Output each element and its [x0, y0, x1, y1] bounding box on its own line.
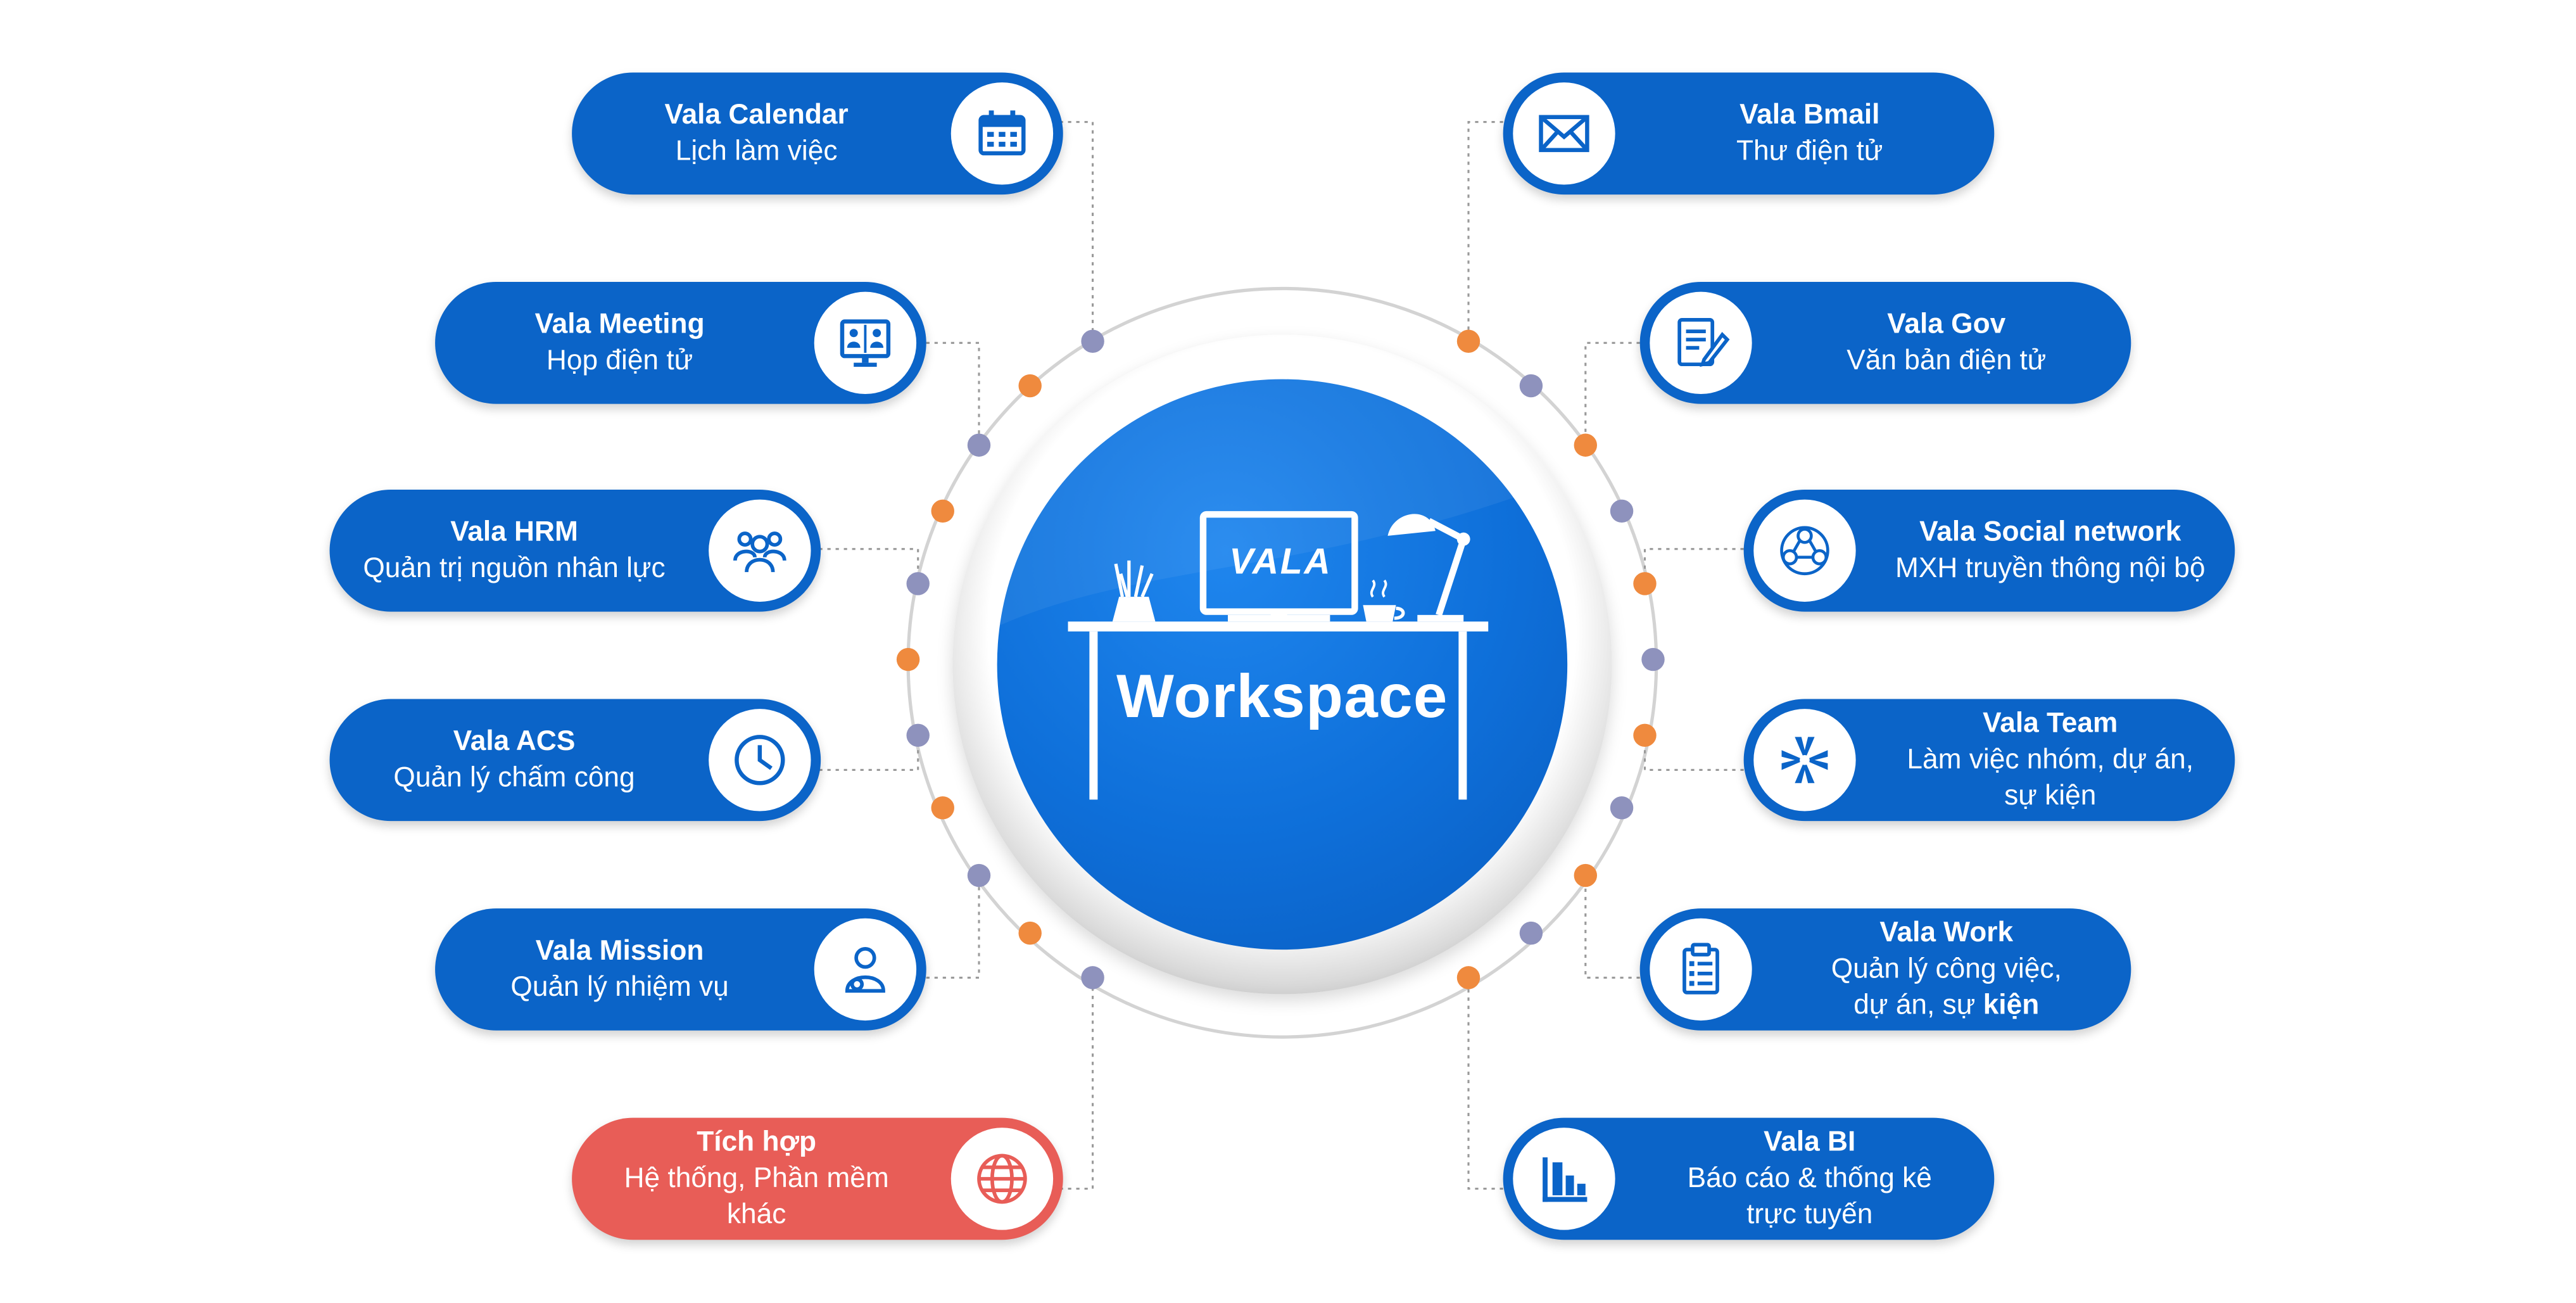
module-vala-acs[interactable]: Vala ACS Quản lý chấm công	[329, 699, 821, 822]
social-network-icon	[1753, 499, 1856, 602]
connector-team	[1643, 735, 1744, 772]
connector-acs	[819, 735, 919, 772]
connector-social	[1643, 548, 1744, 584]
user-task-icon	[814, 918, 917, 1021]
module-title: Vala Social network	[1919, 516, 2181, 548]
calendar-icon	[950, 82, 1054, 185]
vala-logo: VALA	[1229, 540, 1332, 582]
module-title: Vala Bmail	[1739, 99, 1880, 130]
module-subtitle-line2-a: dự án, sự	[1853, 989, 1983, 1021]
ring-dots	[896, 329, 1665, 989]
module-subtitle-line1: Làm việc nhóm, dự án,	[1907, 743, 2194, 775]
desk-illustration	[997, 379, 1568, 800]
module-vala-work[interactable]: Vala Work Quản lý công việc, dự án, sự k…	[1639, 908, 2131, 1031]
module-title: Vala Mission	[535, 934, 704, 967]
module-vala-meeting[interactable]: Vala Meeting Họp điện tử	[435, 282, 926, 404]
module-integration[interactable]: Tích hợp Hệ thống, Phần mềm khác	[572, 1117, 1063, 1240]
clipboard-list-icon	[1650, 918, 1752, 1021]
module-subtitle-line1: Hệ thống, Phần mềm	[624, 1162, 889, 1194]
module-title: Vala Work	[1879, 917, 2014, 948]
module-vala-calendar[interactable]: Vala Calendar Lịch làm việc	[572, 72, 1063, 195]
module-title: Vala ACS	[453, 725, 576, 757]
module-subtitle: Họp điện tử	[546, 344, 693, 376]
clock-icon	[709, 709, 811, 811]
module-title: Vala BI	[1764, 1126, 1856, 1158]
document-pen-icon	[1650, 291, 1752, 395]
module-subtitle-line2: sự kiện	[2004, 780, 2097, 811]
hub-core	[997, 379, 1568, 950]
module-subtitle: Quản trị nguồn nhân lực	[363, 552, 666, 584]
connector-work	[1584, 875, 1640, 979]
module-title: Vala HRM	[450, 516, 578, 548]
connector-integration	[1059, 977, 1094, 1190]
video-meeting-icon	[814, 291, 917, 395]
module-vala-mission[interactable]: Vala Mission Quản lý nhiệm vụ	[435, 908, 926, 1031]
people-group-icon	[709, 499, 811, 602]
connector-bi	[1467, 977, 1503, 1190]
team-hands-icon	[1753, 709, 1856, 811]
bar-chart-icon	[1513, 1128, 1615, 1230]
module-title: Vala Team	[1983, 707, 2118, 739]
module-title: Vala Calendar	[664, 99, 849, 130]
module-title: Vala Meeting	[534, 308, 705, 340]
envelope-icon	[1513, 82, 1615, 185]
module-vala-team[interactable]: Vala Team Làm việc nhóm, dự án, sự kiện	[1743, 699, 2235, 822]
module-subtitle-line2: khác	[726, 1198, 786, 1230]
module-vala-bmail[interactable]: Vala Bmail Thư điện tử	[1503, 72, 1995, 195]
module-subtitle-line1: Báo cáo & thống kê	[1687, 1162, 1932, 1194]
module-subtitle-line2-b: kiện	[1983, 989, 2040, 1021]
module-vala-social-network[interactable]: Vala Social network MXH truyền thông nội…	[1743, 490, 2235, 612]
module-subtitle: Lịch làm việc	[675, 135, 838, 167]
module-subtitle: MXH truyền thông nội bộ	[1895, 552, 2206, 584]
module-subtitle: Thư điện tử	[1736, 135, 1883, 167]
connector-meeting	[926, 341, 980, 445]
module-subtitle: Văn bản điện tử	[1847, 344, 2047, 376]
connector-gov	[1584, 341, 1640, 445]
module-subtitle: Quản lý chấm công	[393, 761, 635, 793]
module-vala-gov[interactable]: Vala Gov Văn bản điện tử	[1639, 282, 2131, 404]
module-subtitle-line2: dự án, sự kiện	[1772, 988, 2121, 1024]
module-title: Vala Gov	[1887, 308, 2006, 340]
connector-mission	[926, 875, 980, 979]
connector-bmail	[1467, 121, 1503, 341]
globe-icon	[950, 1128, 1054, 1230]
module-title: Tích hợp	[697, 1126, 817, 1158]
hub-title: Workspace	[1116, 663, 1448, 730]
module-vala-bi[interactable]: Vala BI Báo cáo & thống kê trực tuyến	[1503, 1117, 1995, 1240]
module-subtitle-line2: trực tuyến	[1746, 1198, 1873, 1230]
module-subtitle: Quản lý nhiệm vụ	[510, 970, 729, 1003]
connector-hrm	[819, 548, 919, 584]
module-subtitle-line1: Quản lý công việc,	[1831, 953, 2062, 984]
module-vala-hrm[interactable]: Vala HRM Quản trị nguồn nhân lực	[329, 490, 821, 612]
connector-calendar	[1059, 121, 1094, 341]
